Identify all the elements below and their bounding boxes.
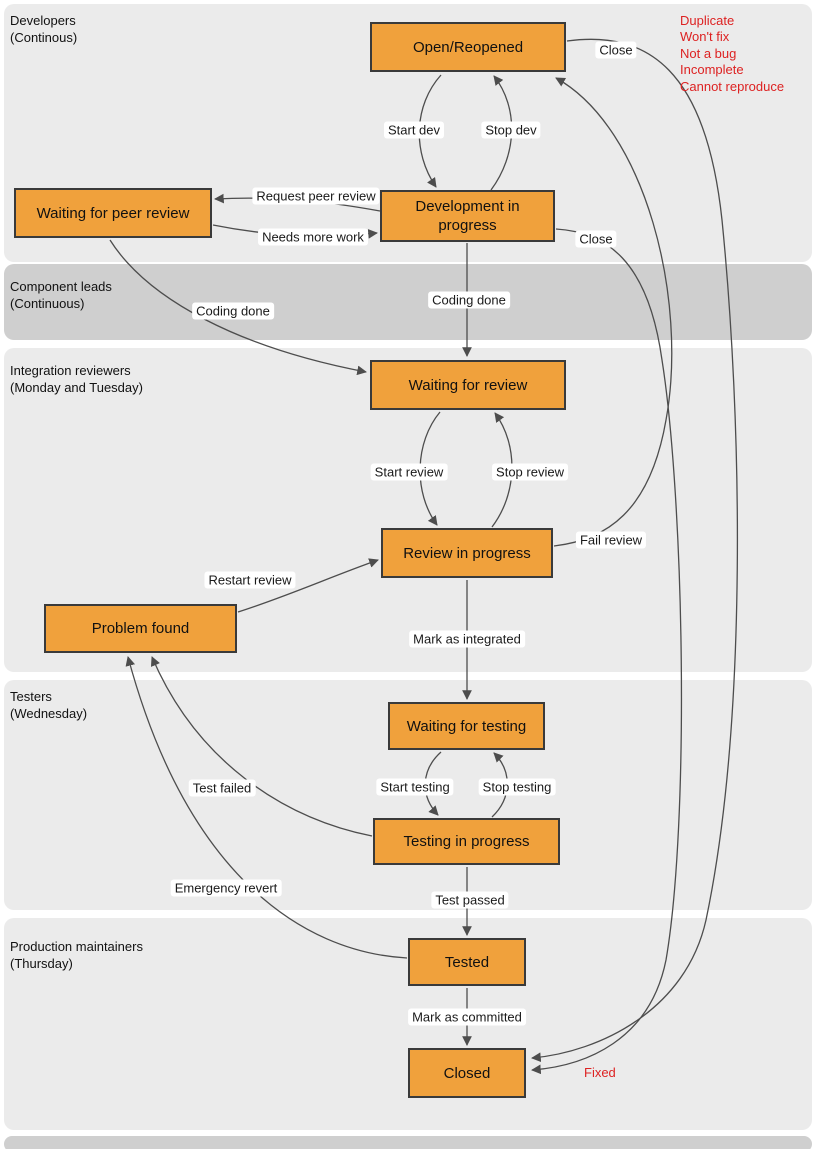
transition-label-stop-testing: Stop testing — [478, 778, 556, 796]
state-problem-found: Problem found — [44, 604, 237, 653]
transition-label-test-failed: Test failed — [188, 779, 256, 797]
transition-label-stop-review: Stop review — [492, 463, 568, 481]
transition-label-fail-review: Fail review — [575, 531, 647, 549]
transition-label-test-passed: Test passed — [431, 891, 509, 909]
close-reason: Cannot reproduce — [680, 78, 785, 94]
state-review-in-progress: Review in progress — [381, 528, 553, 578]
lane-component-leads — [4, 264, 812, 340]
lane-label-developers: Developers(Continous) — [10, 13, 78, 45]
transition-label-coding-done-peer: Coding done — [192, 302, 274, 320]
transition-label-restart-review: Restart review — [204, 571, 296, 589]
state-open-reopened: Open/Reopened — [370, 22, 566, 72]
transition-label-close-dev: Close — [575, 230, 617, 248]
state-testing-in-progress: Testing in progress — [373, 818, 560, 865]
transition-label-start-dev: Start dev — [383, 121, 445, 139]
close-reasons-annotation: Duplicate Won't fix Not a bug Incomplete… — [680, 13, 784, 95]
close-reason: Not a bug — [680, 45, 737, 61]
transition-label-mark-as-committed: Mark as committed — [408, 1008, 526, 1026]
state-development-in-progress: Development in progress — [380, 190, 555, 242]
state-waiting-peer-review: Waiting for peer review — [14, 188, 212, 238]
close-reason: Won't fix — [680, 29, 730, 45]
transition-label-emergency-revert: Emergency revert — [170, 879, 282, 897]
transition-label-close-open: Close — [595, 41, 637, 59]
close-reason: Incomplete — [680, 62, 744, 78]
transition-label-coding-done-dev: Coding done — [428, 291, 510, 309]
state-tested: Tested — [408, 938, 526, 986]
lane-label-integration-reviewers: Integration reviewers(Monday and Tuesday… — [10, 363, 143, 395]
transition-label-stop-dev: Stop dev — [481, 121, 541, 139]
transition-label-request-peer-review: Request peer review — [252, 187, 380, 205]
lane-label-testers: Testers(Wednesday) — [10, 689, 88, 721]
lane-label-component-leads: Component leads(Continuous) — [10, 279, 112, 311]
lane-label-production-maintainers: Production maintainers(Thursday) — [10, 939, 143, 971]
transition-label-start-review: Start review — [370, 463, 448, 481]
fixed-annotation: Fixed — [584, 1065, 616, 1080]
lane-bottom-partial — [4, 1136, 812, 1149]
transition-label-needs-more-work: Needs more work — [258, 228, 368, 246]
state-closed: Closed — [408, 1048, 526, 1098]
close-reason: Duplicate — [680, 13, 735, 28]
state-waiting-for-testing: Waiting for testing — [388, 702, 545, 750]
transition-label-start-testing: Start testing — [376, 778, 454, 796]
state-waiting-for-review: Waiting for review — [370, 360, 566, 410]
transition-label-mark-as-integrated: Mark as integrated — [409, 630, 525, 648]
